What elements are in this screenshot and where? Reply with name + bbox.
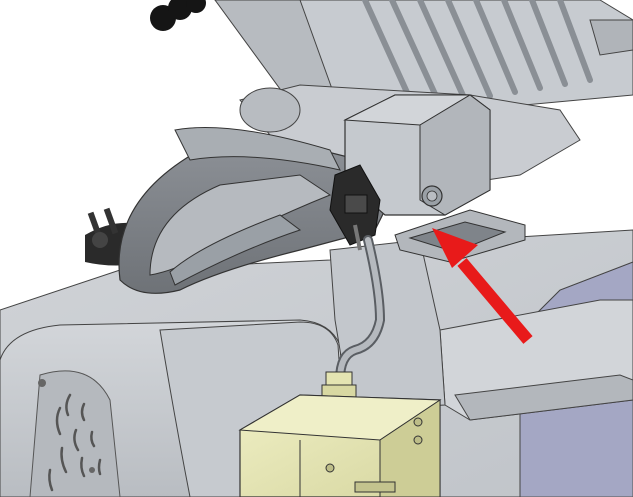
switch-actuator-slot (394, 209, 526, 263)
blade-cover (118, 127, 391, 294)
sharpener-housing (343, 94, 491, 216)
switch-cable (335, 235, 386, 385)
safety-switch (329, 164, 381, 251)
carriage-pivot (239, 87, 301, 133)
pusher-knob-icon (150, 0, 206, 31)
indicator-arrow-icon (432, 228, 533, 344)
junction-box (238, 394, 442, 497)
front-plate-edge (454, 374, 633, 421)
motor-vent-icon (29, 370, 121, 497)
